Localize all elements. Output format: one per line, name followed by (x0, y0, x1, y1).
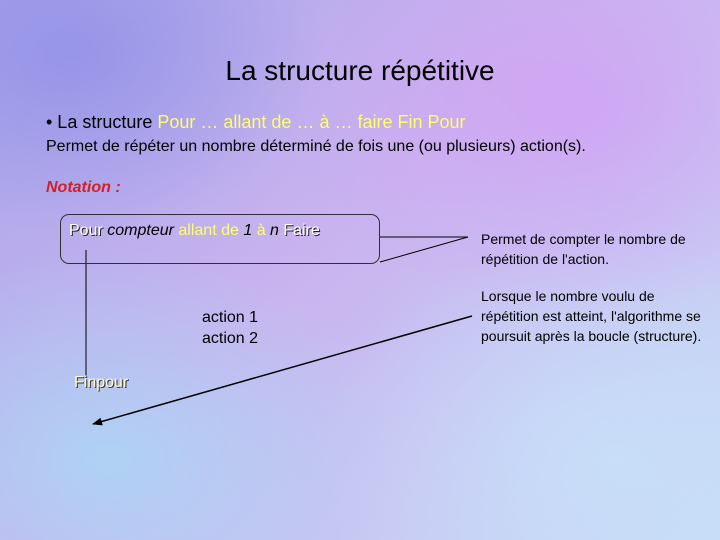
syntax-faire: Faire (278, 222, 320, 239)
bullet-structure-pour: • La structure Pour … allant de … à … fa… (46, 112, 466, 133)
syntax-pour: Pour (69, 222, 108, 239)
syntax-compteur: compteur (107, 222, 174, 239)
action-2: action 2 (202, 330, 259, 347)
bullet-highlight: Pour … allant de … à … faire Fin Pour (157, 112, 466, 132)
bullet-prefix: • La structure (46, 112, 158, 132)
action-1: action 1 (202, 309, 259, 326)
loop-return-arrow (92, 315, 473, 426)
syntax-start: 1 (243, 222, 253, 239)
callout-line-pour (379, 236, 469, 263)
notation-label: Notation : (46, 179, 121, 196)
syntax-allant-de: allant de (173, 222, 244, 239)
pour-syntax-box (60, 214, 380, 264)
finpour-label: Finpour (74, 374, 129, 391)
slide-title: La structure répétitive (225, 55, 495, 86)
pour-syntax-line: Pour compteur allant de 1 à n Faire (69, 222, 320, 240)
description-text: Permet de répéter un nombre déterminé de… (46, 138, 586, 155)
syntax-end: n (270, 222, 279, 239)
note-fin-boucle: Lorsque le nombre voulu de répétition es… (481, 288, 702, 344)
syntax-a: à (252, 222, 271, 239)
note-compteur: Permet de compter le nombre de répétitio… (481, 231, 686, 267)
